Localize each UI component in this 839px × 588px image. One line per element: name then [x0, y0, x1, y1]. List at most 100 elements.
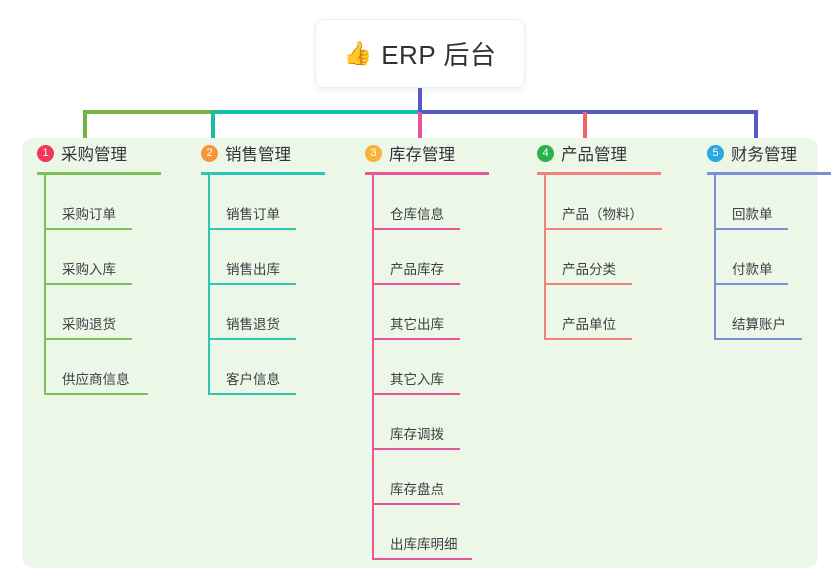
branch-index-badge: 4 — [537, 144, 554, 162]
item-rule — [208, 283, 296, 285]
branch-index-badge: 5 — [707, 144, 724, 162]
branch-header-rule — [37, 172, 161, 175]
item-rule — [44, 338, 132, 340]
branch-items-purchasing: 采购订单采购入库采购退货供应商信息 — [44, 175, 168, 395]
list-item[interactable]: 库存盘点 — [372, 450, 480, 505]
item-label: 产品库存 — [390, 262, 444, 277]
item-rule — [372, 228, 460, 230]
branch-column-product: 4 产品管理产品（物料） 产品分类产品单位 — [522, 138, 662, 340]
branch-header-rule — [201, 172, 325, 175]
branch-index-badge: 3 — [365, 144, 382, 162]
item-spine — [714, 175, 716, 230]
branch-items-product: 产品（物料） 产品分类产品单位 — [544, 175, 682, 340]
list-item[interactable]: 销售出库 — [208, 230, 316, 285]
list-item[interactable]: 采购入库 — [44, 230, 152, 285]
root-node-card[interactable]: 👍 ERP 后台 — [315, 19, 525, 88]
drop-inventory — [418, 112, 422, 140]
item-label: 付款单 — [732, 262, 773, 277]
list-item[interactable]: 销售订单 — [208, 175, 316, 230]
item-label: 库存盘点 — [390, 482, 444, 497]
item-label: 采购退货 — [62, 317, 116, 332]
list-item[interactable]: 结算账户 — [714, 285, 822, 340]
item-spine — [372, 175, 374, 230]
item-rule — [372, 283, 460, 285]
list-item[interactable]: 出库库明细 — [372, 505, 492, 560]
branch-title: 采购管理 — [61, 146, 127, 164]
bar-segment-green — [83, 110, 211, 114]
item-label: 其它出库 — [390, 317, 444, 332]
item-rule — [714, 283, 788, 285]
item-rule — [372, 503, 460, 505]
root-stem-connector — [418, 88, 422, 112]
item-label: 仓库信息 — [390, 207, 444, 222]
branch-title: 产品管理 — [561, 146, 627, 164]
item-spine — [44, 175, 46, 230]
branch-title: 财务管理 — [731, 146, 797, 164]
list-item[interactable]: 回款单 — [714, 175, 808, 230]
branch-header-finance[interactable]: 5 财务管理 — [692, 138, 797, 168]
list-item[interactable]: 供应商信息 — [44, 340, 168, 395]
item-label: 采购订单 — [62, 207, 116, 222]
list-item[interactable]: 产品库存 — [372, 230, 480, 285]
list-item[interactable]: 库存调拨 — [372, 395, 480, 450]
item-rule — [372, 558, 472, 560]
drop-finance — [754, 112, 758, 140]
item-label: 产品单位 — [562, 317, 616, 332]
item-spine — [544, 285, 546, 340]
branch-header-rule — [707, 172, 831, 175]
list-item[interactable]: 产品单位 — [544, 285, 652, 340]
item-label: 销售出库 — [226, 262, 280, 277]
list-item[interactable]: 付款单 — [714, 230, 808, 285]
item-spine — [208, 230, 210, 285]
item-spine — [208, 285, 210, 340]
bar-segment-teal — [211, 110, 418, 114]
list-item[interactable]: 其它入库 — [372, 340, 480, 395]
branch-title: 库存管理 — [389, 146, 455, 164]
list-item[interactable]: 销售退货 — [208, 285, 316, 340]
branch-header-product[interactable]: 4 产品管理 — [522, 138, 627, 168]
item-label: 采购入库 — [62, 262, 116, 277]
item-spine — [372, 505, 374, 560]
item-rule — [372, 393, 460, 395]
item-rule — [714, 228, 788, 230]
list-item[interactable]: 仓库信息 — [372, 175, 480, 230]
list-item[interactable]: 产品（物料） — [544, 175, 682, 230]
item-rule — [544, 228, 662, 230]
item-spine — [372, 340, 374, 395]
list-item[interactable]: 采购退货 — [44, 285, 152, 340]
item-spine — [544, 175, 546, 230]
item-spine — [44, 285, 46, 340]
list-item[interactable]: 客户信息 — [208, 340, 316, 395]
item-rule — [208, 228, 296, 230]
item-rule — [372, 338, 460, 340]
branch-items-sales: 销售订单销售出库销售退货客户信息 — [208, 175, 316, 395]
item-spine — [372, 285, 374, 340]
branch-header-inventory[interactable]: 3 库存管理 — [350, 138, 455, 168]
item-spine — [544, 230, 546, 285]
branch-column-inventory: 3 库存管理仓库信息产品库存其它出库其它入库库存调拨库存盘点出库库明细 — [350, 138, 489, 560]
item-spine — [714, 285, 716, 340]
list-item[interactable]: 其它出库 — [372, 285, 480, 340]
item-label: 产品（物料） — [562, 207, 643, 222]
branch-title: 销售管理 — [225, 146, 291, 164]
item-rule — [714, 338, 802, 340]
item-label: 出库库明细 — [390, 537, 458, 552]
list-item[interactable]: 采购订单 — [44, 175, 152, 230]
branch-items-finance: 回款单付款单结算账户 — [714, 175, 822, 340]
list-item[interactable]: 产品分类 — [544, 230, 652, 285]
branch-items-inventory: 仓库信息产品库存其它出库其它入库库存调拨库存盘点出库库明细 — [372, 175, 492, 560]
item-rule — [208, 338, 296, 340]
item-spine — [208, 340, 210, 395]
drop-product — [583, 112, 587, 140]
item-rule — [208, 393, 296, 395]
item-spine — [208, 175, 210, 230]
item-label: 客户信息 — [226, 372, 280, 387]
item-label: 产品分类 — [562, 262, 616, 277]
branch-column-finance: 5 财务管理回款单付款单结算账户 — [692, 138, 831, 340]
